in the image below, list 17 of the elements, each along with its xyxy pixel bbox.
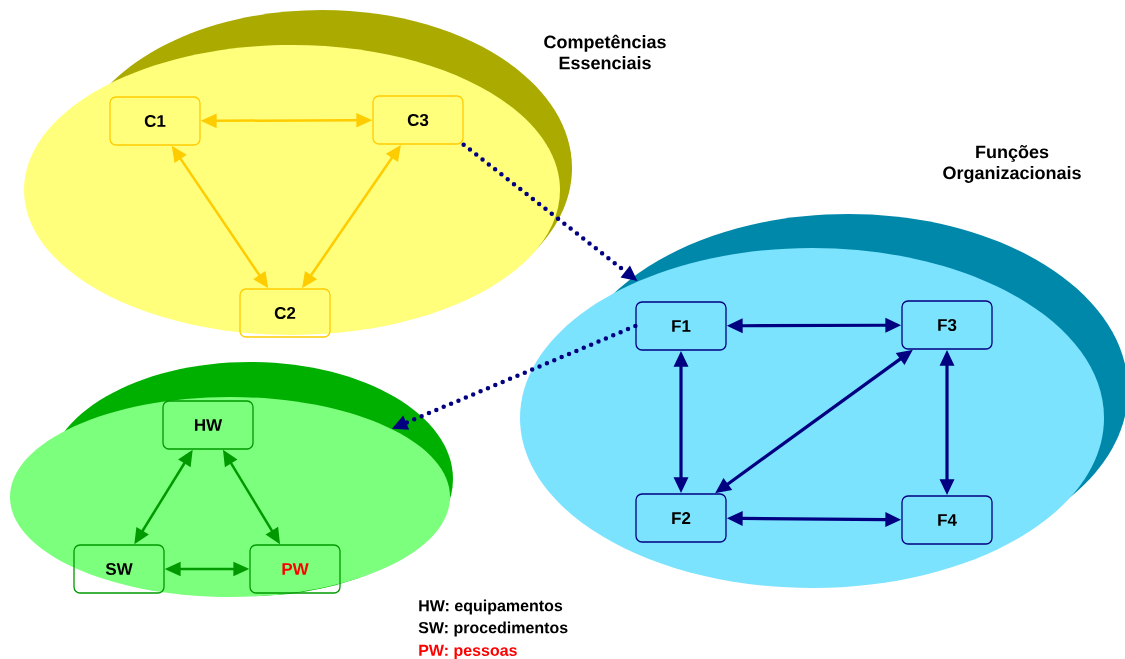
process-box: F2 (635, 493, 727, 543)
process-box: SW (73, 544, 165, 594)
ellipse-area (520, 214, 1125, 588)
process-box: PW (249, 544, 341, 594)
ellipse-area (10, 362, 453, 597)
note-text: PW: pessoas (419, 644, 517, 659)
process-box: C3 (372, 95, 464, 145)
process-box: F4 (901, 495, 993, 545)
heading: Funções Organizacionais (943, 145, 1081, 183)
process-box: C2 (239, 288, 331, 338)
process-box: F3 (901, 300, 993, 350)
process-box: C1 (109, 96, 201, 146)
heading: Competências Essenciais (544, 34, 666, 70)
process-box: F1 (635, 301, 727, 351)
note-text: SW: procedimentos (418, 621, 568, 637)
process-box: HW (162, 400, 254, 450)
note-text: HW: equipamentos (419, 599, 563, 615)
